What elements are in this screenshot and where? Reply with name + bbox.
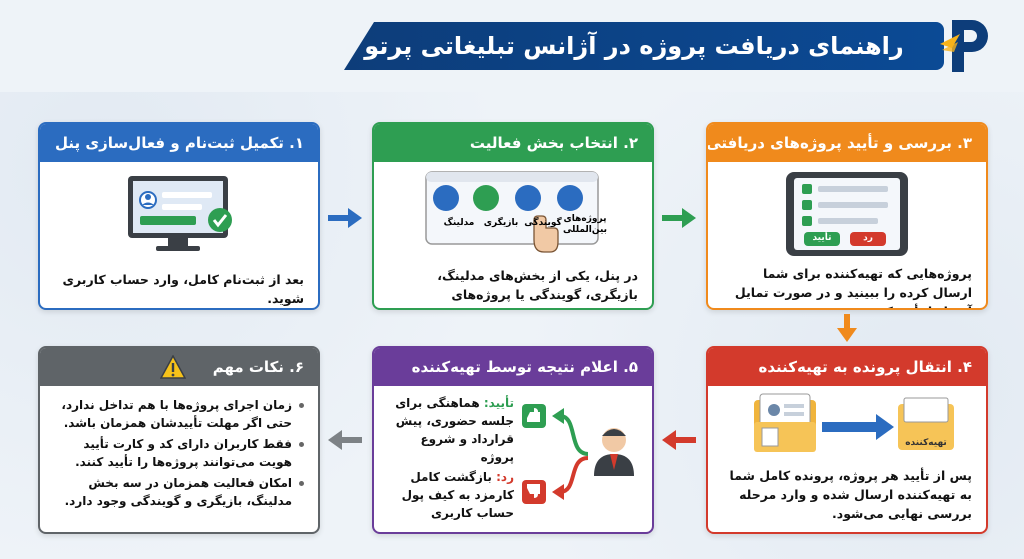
step-5-card: ۵. اعلام نتیجه توسط تهیه‌کننده تأیید: هم… xyxy=(372,346,654,534)
option-international[interactable]: پروژه‌های بین‌المللی xyxy=(562,214,608,235)
step-3-description: پروژه‌هایی که تهیه‌کننده برای شما ارسال … xyxy=(734,266,972,308)
important-notes-list: زمان اجرای پروژه‌ها با هم تداخل ندارد، ح… xyxy=(40,386,318,510)
approve-result: تأیید: هماهنگی برای جلسه حضوری، پیش قرار… xyxy=(384,394,514,466)
note-item: امکان فعالیت همزمان در سه بخش مدلینگ، با… xyxy=(50,474,304,510)
producer-avatar-icon xyxy=(594,428,634,476)
tablet-checklist-icon xyxy=(786,172,908,256)
step-3-card: ۳. بررسی و تأیید پروژه‌های دریافتی تأیید… xyxy=(706,122,988,310)
step-1-description: بعد از ثبت‌نام کامل، وارد حساب کاربری شو… xyxy=(62,272,304,306)
result-flow-icon xyxy=(522,404,634,504)
page-title: راهنمای دریافت پروژه در آژانس تبلیغاتی پ… xyxy=(364,32,904,60)
header: راهنمای دریافت پروژه در آژانس تبلیغاتی پ… xyxy=(0,0,1024,92)
header-banner xyxy=(344,22,944,70)
arrow-step2-to-step3-icon xyxy=(662,208,696,228)
note-item: فقط کاربران دارای کد و کارت تأیید هویت م… xyxy=(50,435,304,471)
reject-result: رد: بازگشت کامل کارمزد به کیف پول حساب ک… xyxy=(384,468,514,522)
step-1-title: ۱. تکمیل ثبت‌نام و فعال‌سازی پنل xyxy=(40,124,318,162)
parto-logo-icon xyxy=(940,20,988,72)
approve-result-text: هماهنگی برای جلسه حضوری، پیش قرارداد و ش… xyxy=(395,396,514,464)
thumbs-up-icon xyxy=(522,404,546,428)
warning-icon xyxy=(160,355,186,379)
step-4-description: پس از تأیید هر پروژه، پرونده کامل شما به… xyxy=(729,468,972,521)
step-6-title: ۶. نکات مهم xyxy=(212,358,304,376)
approve-button[interactable]: تأیید xyxy=(812,233,832,243)
monitor-user-check-icon xyxy=(128,176,232,251)
step-2-title: ۲. انتخاب بخش فعالیت xyxy=(374,124,652,162)
reject-result-text: بازگشت کامل کارمزد به کیف پول حساب کاربر… xyxy=(401,470,514,520)
step-5-title: ۵. اعلام نتیجه توسط تهیه‌کننده xyxy=(374,348,652,386)
step-4-title: ۴. انتقال پرونده به تهیه‌کننده xyxy=(708,348,986,386)
option-acting[interactable]: بازیگری xyxy=(483,218,519,228)
reject-button[interactable]: رد xyxy=(863,233,873,243)
arrow-step4-to-step5-icon xyxy=(662,430,696,450)
arrow-step1-to-step2-icon xyxy=(328,208,362,228)
step-2-card: ۲. انتخاب بخش فعالیت پروژه‌های بین‌الملل… xyxy=(372,122,654,310)
option-voiceover[interactable]: گویندگی xyxy=(524,218,562,228)
step-2-description: در پنل، یکی از بخش‌های مدلینگ، بازیگری، … xyxy=(437,268,638,308)
note-item: زمان اجرای پروژه‌ها با هم تداخل ندارد، ح… xyxy=(50,396,304,432)
step-6-card: ۶. نکات مهم زمان اجرای پروژه‌ها با هم تد… xyxy=(38,346,320,534)
folder-transfer-icon xyxy=(754,393,954,452)
arrow-step5-to-step6-icon xyxy=(328,430,362,450)
producer-folder-label: تهیه‌کننده xyxy=(905,438,947,448)
option-modeling[interactable]: مدلینگ xyxy=(443,218,475,228)
arrow-step3-to-step4-icon xyxy=(837,314,857,342)
step-4-card: ۴. انتقال پرونده به تهیه‌کننده تهیه‌کنند… xyxy=(706,346,988,534)
step-3-title: ۳. بررسی و تأیید پروژه‌های دریافتی xyxy=(708,124,986,162)
thumbs-down-icon xyxy=(522,480,546,504)
step-1-card: ۱. تکمیل ثبت‌نام و فعال‌سازی پنل بعد از … xyxy=(38,122,320,310)
reject-result-label: رد: xyxy=(496,470,514,484)
category-selector-icon xyxy=(425,171,599,253)
approve-result-label: تأیید: xyxy=(483,396,514,410)
hand-pointer-icon xyxy=(533,215,559,253)
step-6-header: ۶. نکات مهم xyxy=(40,348,318,386)
